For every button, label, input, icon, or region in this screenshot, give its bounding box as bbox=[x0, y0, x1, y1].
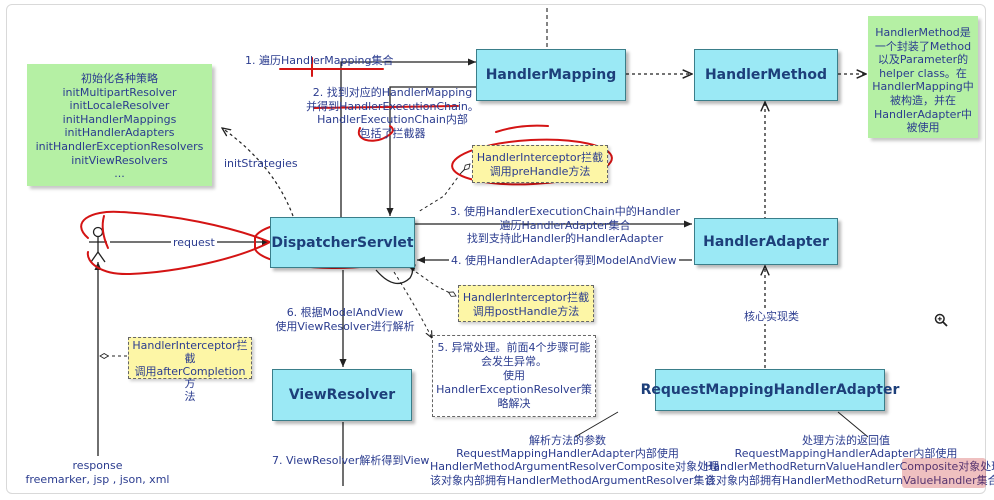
note-line: HandlerMethod是 bbox=[875, 26, 971, 39]
label-line: RequestMappingHandlerAdapter内部使用 bbox=[734, 447, 958, 461]
note-line: 略解决 bbox=[497, 397, 531, 410]
note-line: 使用 bbox=[503, 369, 525, 382]
arrow-step1 bbox=[340, 58, 476, 218]
label-line: 处理方法的返回值 bbox=[802, 434, 890, 447]
note-line: initLocaleResolver bbox=[69, 99, 170, 113]
label-line: 2. 找到对应的HandlerMapping bbox=[312, 86, 473, 99]
connector-exception bbox=[393, 271, 432, 338]
stick-figure-user-icon bbox=[89, 226, 107, 263]
label-line: 该对象内部拥有HandlerMethodReturnValueHandler集合 bbox=[705, 473, 994, 487]
note-line: HandlerInterceptor拦截 bbox=[132, 339, 248, 365]
connector-pre-handle bbox=[417, 172, 462, 213]
label-line: HandlerMethodReturnValueHandlerComposite… bbox=[705, 460, 994, 474]
leader-return-handler bbox=[837, 411, 869, 438]
label-line: freemarker, jsp , json, xml bbox=[25, 472, 170, 486]
post-handle-note: HandlerInterceptor拦截 调用postHandle方法 bbox=[458, 285, 594, 322]
note-line: 被构造，并在 bbox=[890, 93, 956, 107]
note-line: 被使用 bbox=[906, 121, 940, 135]
note-line: helper class。在 bbox=[879, 66, 967, 80]
note-line: initHandlerAdapters bbox=[64, 126, 175, 140]
note-line: 调用afterCompletion方 bbox=[134, 364, 246, 391]
note-line: 5. 异常处理。前面4个步骤可能 bbox=[437, 341, 591, 354]
note-line: 会发生异常。 bbox=[481, 355, 547, 368]
pre-handle-note: HandlerInterceptor拦截 调用preHandle方法 bbox=[472, 145, 608, 183]
connector-post-handle bbox=[415, 271, 457, 297]
arg-resolver-label: 解析方法的参数 RequestMappingHandlerAdapter内部使用… bbox=[430, 434, 720, 487]
request-label: request bbox=[171, 236, 217, 250]
init-strategies-label: initStrategies bbox=[224, 157, 298, 170]
handler-method-node: HandlerMethod bbox=[694, 49, 838, 101]
note-line: 以及Parameter的 bbox=[877, 53, 969, 67]
arrow-self-loop bbox=[375, 264, 416, 285]
step2-label: 2. 找到对应的HandlerMapping 并得到HandlerExecuti… bbox=[300, 86, 485, 140]
note-line: 法 bbox=[184, 390, 196, 404]
step6-label: 6. 根据ModelAndView 使用ViewResolver进行解析 bbox=[270, 306, 420, 333]
label-line: RequestMappingHandlerAdapter内部使用 bbox=[456, 447, 679, 461]
arrow-init-strategies bbox=[222, 128, 294, 217]
response-label: response freemarker, jsp , json, xml bbox=[20, 459, 175, 486]
init-strategies-note: 初始化各种策略 initMultipartResolver initLocale… bbox=[27, 64, 212, 186]
note-line: HandlerInterceptor拦截 bbox=[476, 151, 604, 164]
note-line: initHandlerMappings bbox=[62, 112, 177, 126]
step3-label: 3. 使用HandlerExecutionChain中的Handler 遍历Ha… bbox=[440, 205, 690, 246]
leader-arg-resolver bbox=[574, 411, 619, 438]
handler-mapping-node: HandlerMapping bbox=[476, 49, 626, 101]
arrow-step2 bbox=[386, 86, 476, 216]
label-line: 并得到HandlerExecutionChain。 bbox=[306, 99, 479, 113]
request-mapping-handler-adapter-node: RequestMappingHandlerAdapter bbox=[641, 369, 899, 411]
note-line: 初始化各种策略 bbox=[81, 72, 158, 85]
core-impl-label: 核心实现类 bbox=[742, 310, 801, 324]
note-line: 调用preHandle方法 bbox=[489, 165, 591, 178]
label-line: response bbox=[72, 459, 123, 472]
label-line: 6. 根据ModelAndView bbox=[286, 306, 404, 319]
note-line: HandlerAdapter中 bbox=[874, 107, 972, 121]
after-completion-note: HandlerInterceptor拦截 调用afterCompletion方 … bbox=[128, 337, 252, 403]
label-line: 包括了拦截器 bbox=[359, 126, 426, 140]
label-line: 找到支持此Handler的HandlerAdapter bbox=[466, 232, 664, 245]
exception-handling-note: 5. 异常处理。前面4个步骤可能 会发生异常。 使用 HandlerExcept… bbox=[432, 335, 596, 417]
handler-adapter-node: HandlerAdapter bbox=[694, 218, 838, 265]
label-line: HandlerMethodArgumentResolverComposite对象… bbox=[430, 460, 720, 474]
label-line: HandlerExecutionChain内部 bbox=[317, 113, 468, 126]
note-line: 调用postHandle方法 bbox=[472, 305, 580, 318]
return-handler-label: 处理方法的返回值 RequestMappingHandlerAdapter内部使… bbox=[705, 434, 994, 487]
handler-method-description-note: HandlerMethod是 一个封装了Method 以及Parameter的 … bbox=[868, 16, 978, 138]
step1-label: 1. 遍历HandlerMapping集合 bbox=[245, 54, 394, 67]
step4-label: 4. 使用HandlerAdapter得到ModelAndView bbox=[449, 254, 679, 268]
watermark-overlay bbox=[902, 458, 986, 488]
zoom-in-icon[interactable] bbox=[934, 313, 948, 327]
step7-label: 7. ViewResolver解析得到View bbox=[272, 454, 430, 467]
view-resolver-node: ViewResolver bbox=[272, 369, 412, 421]
label-line: 解析方法的参数 bbox=[529, 434, 606, 447]
note-line: initMultipartResolver bbox=[62, 85, 177, 99]
note-line: HandlerMapping中 bbox=[872, 80, 974, 94]
note-line: HandlerInterceptor拦截 bbox=[462, 291, 590, 304]
label-line: 使用ViewResolver进行解析 bbox=[275, 319, 415, 333]
dispatcher-servlet-node: DispatcherServlet bbox=[270, 217, 415, 268]
note-line: HandlerExceptionResolver策 bbox=[436, 383, 592, 396]
note-line: initHandlerExceptionResolvers bbox=[35, 139, 204, 153]
label-line: 3. 使用HandlerExecutionChain中的Handler bbox=[449, 205, 681, 218]
note-line: initViewResolvers bbox=[71, 153, 168, 167]
note-line: ... bbox=[114, 167, 125, 181]
label-line: 该对象内部拥有HandlerMethodArgumentResolver集合 bbox=[430, 473, 716, 487]
label-line: 遍历HandlerAdapter集合 bbox=[499, 218, 631, 232]
note-line: 一个封装了Method bbox=[874, 39, 972, 53]
